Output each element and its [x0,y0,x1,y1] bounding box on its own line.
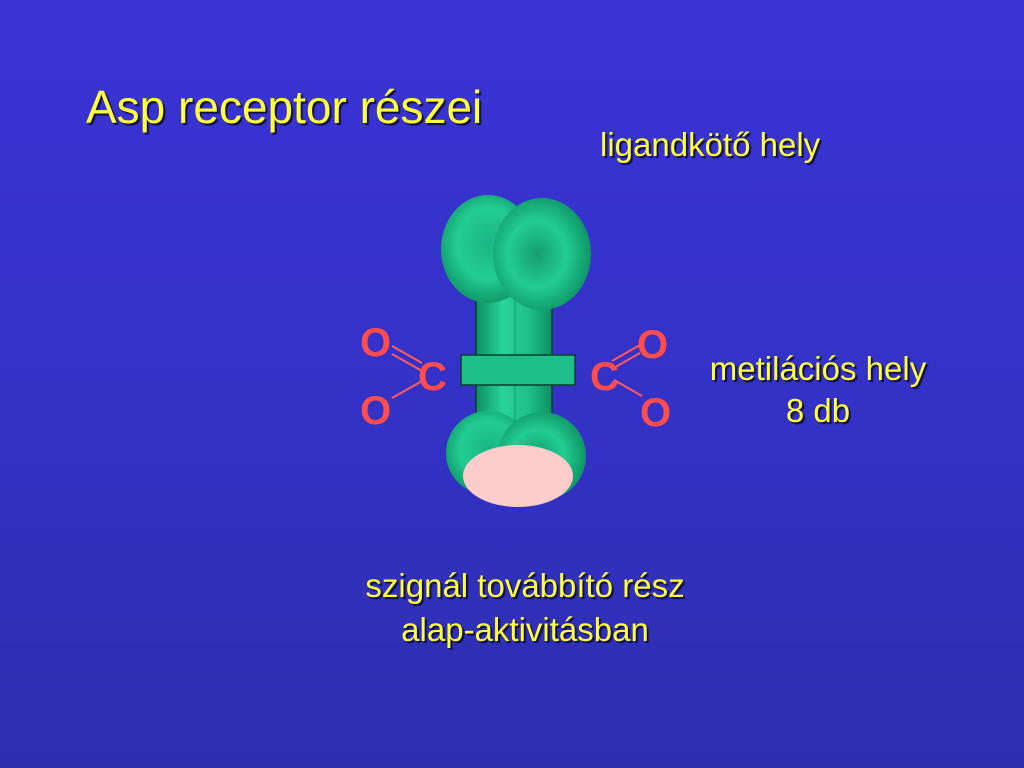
oxygen-atom-right-top: O [637,323,668,367]
signal-part-line2: alap-aktivitásban [401,611,649,648]
ligand-binding-domain [441,195,591,310]
methylation-site-line2: 8 db [785,392,851,429]
signaling-domain [446,411,586,507]
oxygen-atom-left-bottom: O [360,389,391,433]
signal-part-line1: szignál továbbító rész [365,567,685,604]
oxygen-atom-left-top: O [360,321,391,365]
methylation-site-line1: metilációs hely [709,350,927,387]
right-carboxyl-group: O C O [590,323,671,435]
slide-title: Asp receptor részei [86,81,483,133]
left-carboxyl-group: O C O [360,321,447,433]
methylation-site-label: metilációs hely 8 db [688,348,948,432]
ligand-site-label: ligandkötő hely [600,126,821,163]
signaling-domain-cap [463,445,573,507]
carbon-atom-left: C [418,355,447,399]
methylation-band [460,354,576,386]
signal-part-label: szignál továbbító rész alap-aktivitásban [300,564,750,652]
carbon-atom-right: C [590,355,619,399]
oxygen-atom-right-bottom: O [640,391,671,435]
